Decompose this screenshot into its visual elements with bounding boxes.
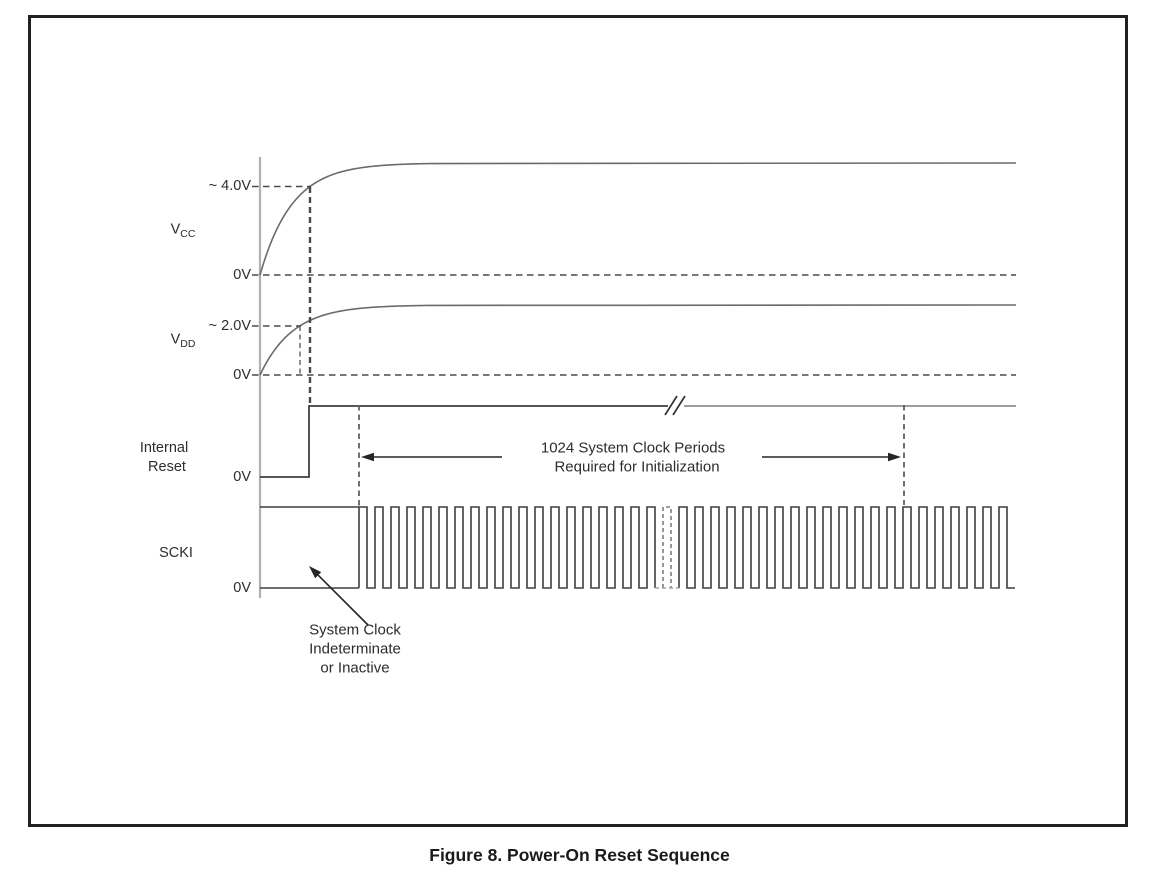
vcc-zero-level-label: 0V (233, 266, 251, 283)
internal-reset-waveform (260, 405, 668, 478)
clock-periods-annotation-line1: 1024 System Clock Periods (540, 439, 726, 457)
indeterminate-annotation-line2: Indeterminate (309, 640, 401, 658)
internal-reset-label-line2: Reset (148, 458, 186, 475)
vcc-sub: CC (180, 228, 196, 241)
scki-dashed-continuation-pulse (662, 506, 672, 588)
indeterminate-pointer-arrow-shaft (317, 574, 369, 626)
indeterminate-annotation-line3: or Inactive (320, 659, 390, 677)
scki-waveform (260, 506, 1015, 589)
vcc-waveform (259, 162, 1017, 276)
clock-periods-annotation-line2: Required for Initialization (554, 458, 720, 476)
vdd-main: V (170, 331, 181, 348)
line-break-slash-2 (672, 395, 686, 416)
vdd-zero-level-label: 0V (233, 366, 251, 383)
vcc-signal-label: VCC (171, 222, 196, 239)
scki-zero-level-label: 0V (233, 579, 251, 596)
scki-signal-label: SCKI (159, 544, 193, 561)
vcc-main: V (170, 221, 181, 238)
figure-border (28, 15, 1128, 827)
vdd-trip-level-label: ~ 2.0V (208, 317, 251, 334)
internal-reset-label-line1: Internal (139, 439, 189, 456)
line-break-slash-1 (664, 395, 678, 416)
figure-caption: Figure 8. Power-On Reset Sequence (429, 845, 730, 865)
vdd-signal-label: VDD (171, 332, 196, 349)
indeterminate-annotation-line1: System Clock (309, 621, 401, 639)
vdd-sub: DD (180, 338, 196, 351)
init-window-right-arrow-head (888, 452, 901, 462)
indeterminate-pointer-arrow-head (309, 566, 322, 579)
init-window-left-arrow-head (361, 452, 374, 462)
vdd-waveform (259, 304, 1017, 376)
reset-zero-level-label: 0V (233, 468, 251, 485)
vcc-trip-level-label: ~ 4.0V (208, 177, 251, 194)
